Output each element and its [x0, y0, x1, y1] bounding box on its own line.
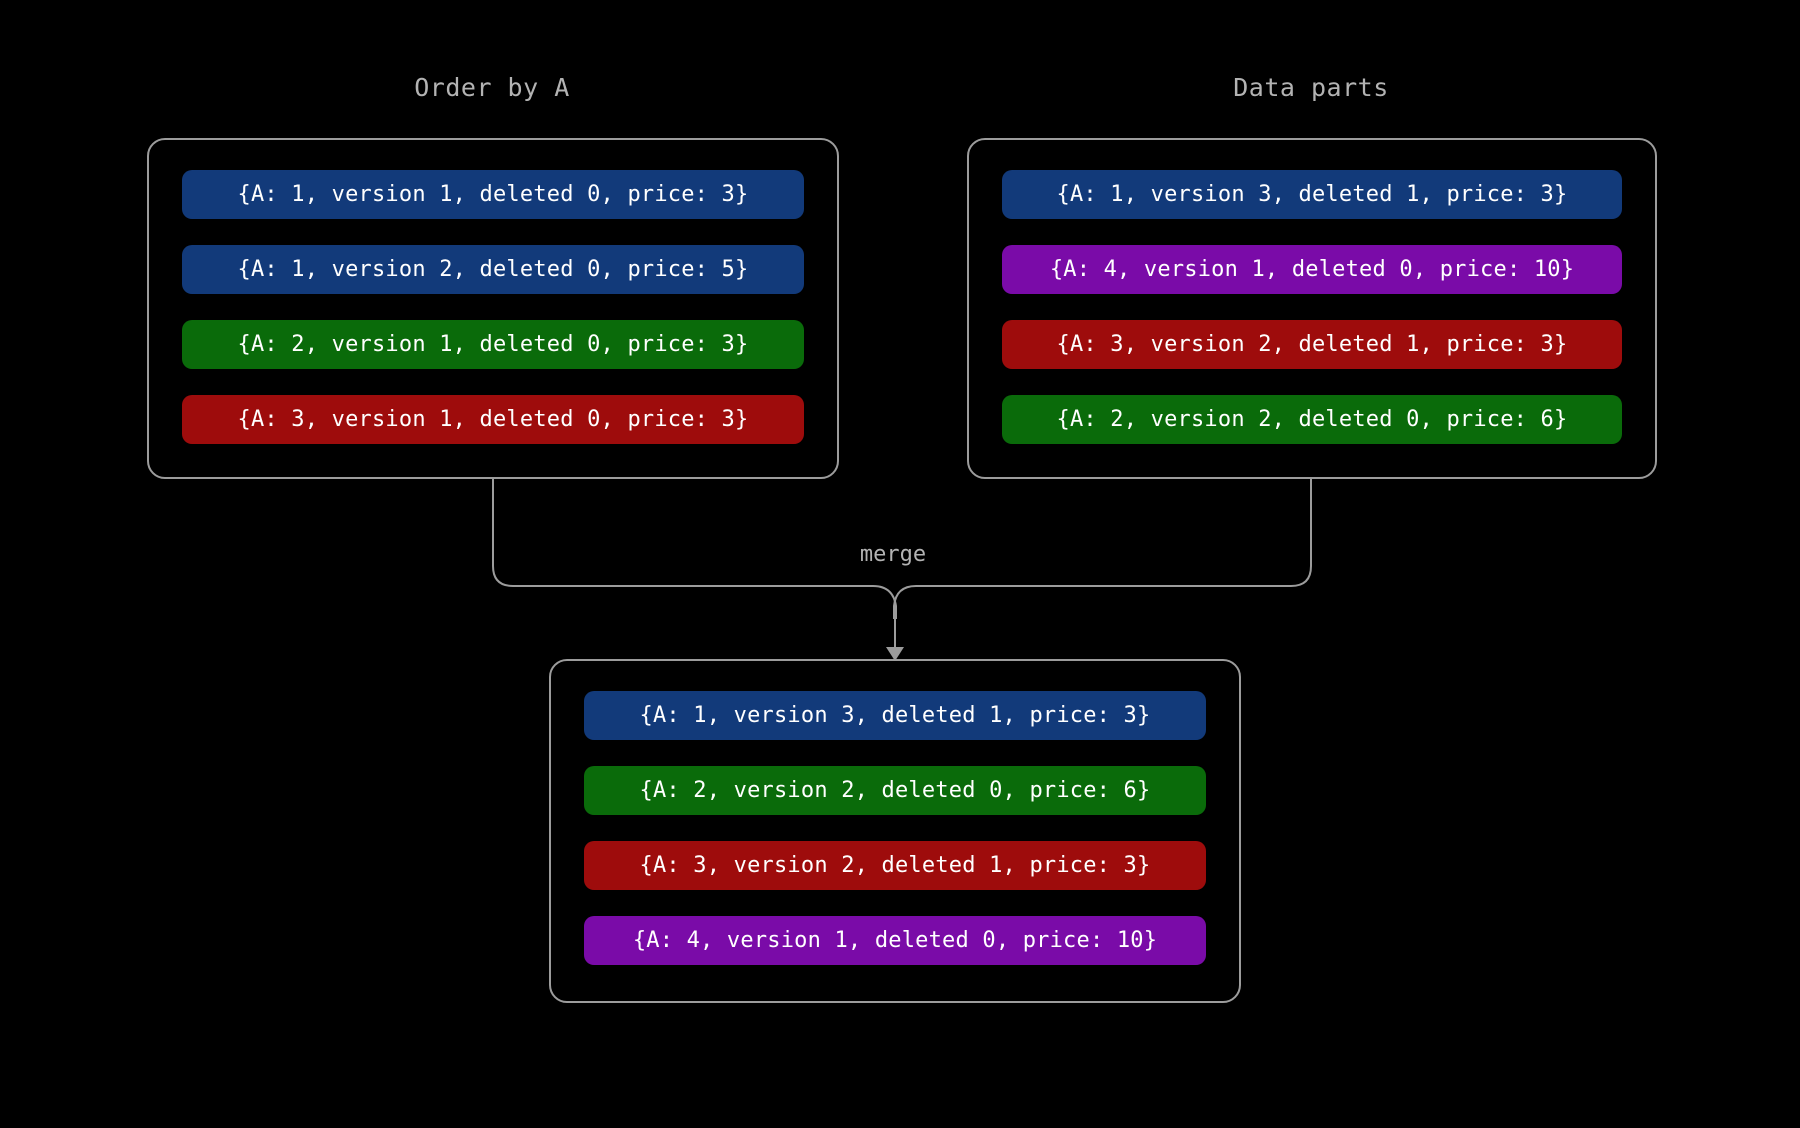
- row-list-order-by: {A: 1, version 1, deleted 0, price: 3} {A…: [149, 140, 837, 474]
- record-pill-label: {A: 1, version 2, deleted 0, price: 5}: [237, 257, 749, 282]
- panel-data-parts: {A: 1, version 3, deleted 1, price: 3} {A…: [967, 138, 1657, 479]
- record-pill: {A: 1, version 3, deleted 1, price: 3}: [1002, 170, 1622, 219]
- record-pill: {A: 4, version 1, deleted 0, price: 10}: [584, 916, 1206, 965]
- record-pill-label: {A: 2, version 2, deleted 0, price: 6}: [1056, 407, 1568, 432]
- record-pill: {A: 2, version 2, deleted 0, price: 6}: [1002, 395, 1622, 444]
- record-pill-label: {A: 3, version 2, deleted 1, price: 3}: [1056, 332, 1568, 357]
- panel-title-order-by: Order by A: [414, 73, 570, 102]
- record-pill-label: {A: 2, version 2, deleted 0, price: 6}: [639, 778, 1151, 803]
- record-pill: {A: 3, version 1, deleted 0, price: 3}: [182, 395, 804, 444]
- edge-parts-to-merge: [893, 479, 1312, 619]
- record-pill-label: {A: 1, version 3, deleted 1, price: 3}: [1056, 182, 1568, 207]
- record-pill: {A: 4, version 1, deleted 0, price: 10}: [1002, 245, 1622, 294]
- record-pill: {A: 3, version 2, deleted 1, price: 3}: [1002, 320, 1622, 369]
- panel-order-by: {A: 1, version 1, deleted 0, price: 3} {A…: [147, 138, 839, 479]
- record-pill: {A: 1, version 1, deleted 0, price: 3}: [182, 170, 804, 219]
- record-pill-label: {A: 1, version 3, deleted 1, price: 3}: [639, 703, 1151, 728]
- record-pill: {A: 2, version 1, deleted 0, price: 3}: [182, 320, 804, 369]
- record-pill-label: {A: 4, version 1, deleted 0, price: 10}: [1049, 257, 1575, 282]
- row-list-data-parts: {A: 1, version 3, deleted 1, price: 3} {A…: [969, 140, 1655, 474]
- record-pill: {A: 1, version 3, deleted 1, price: 3}: [584, 691, 1206, 740]
- panel-merged-result: {A: 1, version 3, deleted 1, price: 3} {A…: [549, 659, 1241, 1003]
- record-pill: {A: 3, version 2, deleted 1, price: 3}: [584, 841, 1206, 890]
- merge-edge-label: merge: [859, 542, 927, 567]
- record-pill: {A: 1, version 2, deleted 0, price: 5}: [182, 245, 804, 294]
- record-pill-label: {A: 3, version 2, deleted 1, price: 3}: [639, 853, 1151, 878]
- record-pill-label: {A: 2, version 1, deleted 0, price: 3}: [237, 332, 749, 357]
- row-list-merged: {A: 1, version 3, deleted 1, price: 3} {A…: [551, 661, 1239, 995]
- record-pill: {A: 2, version 2, deleted 0, price: 6}: [584, 766, 1206, 815]
- record-pill-label: {A: 1, version 1, deleted 0, price: 3}: [237, 182, 749, 207]
- panel-title-data-parts: Data parts: [1233, 73, 1389, 102]
- record-pill-label: {A: 4, version 1, deleted 0, price: 10}: [632, 928, 1158, 953]
- edge-order-to-merge: [492, 479, 897, 619]
- record-pill-label: {A: 3, version 1, deleted 0, price: 3}: [237, 407, 749, 432]
